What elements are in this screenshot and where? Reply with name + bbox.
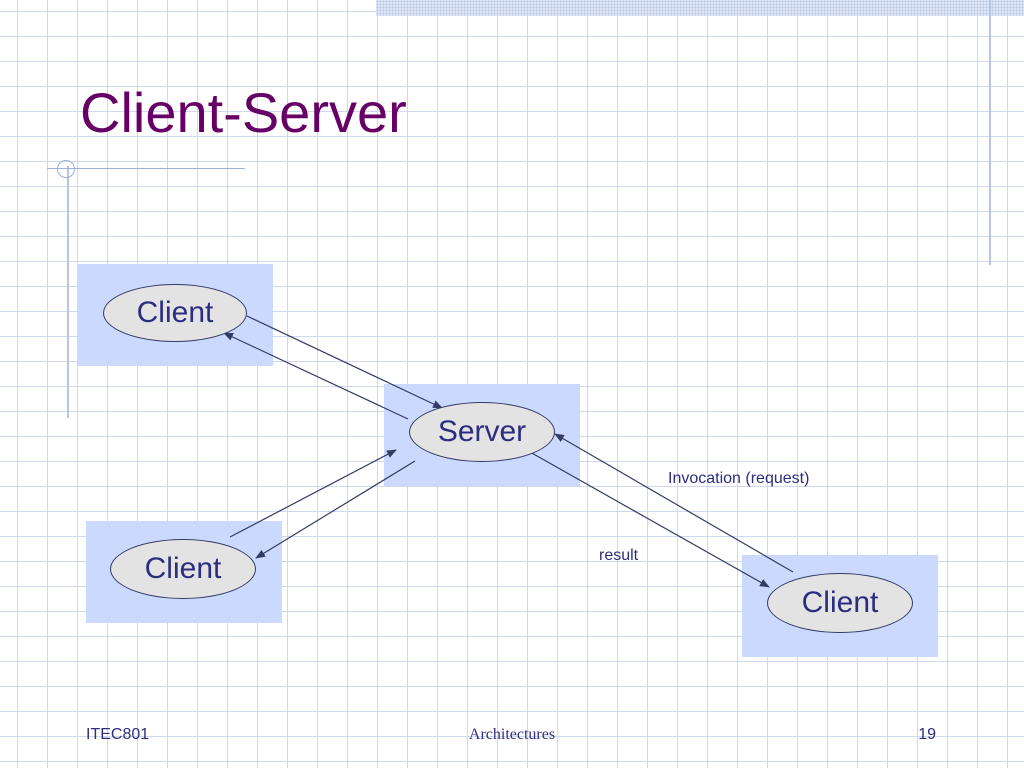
right-vertical-rule	[989, 0, 991, 265]
title-underline-rule	[47, 168, 245, 169]
server-node: Server	[409, 402, 555, 462]
client-node-bottom-left: Client	[110, 539, 256, 599]
arrow-client-top-to-server	[246, 315, 443, 409]
header-band-decoration	[376, 0, 1024, 16]
arrow-client-bottom-right-to-server	[554, 433, 794, 573]
footer-page-number: 19	[918, 726, 936, 743]
title-rule-circle	[57, 160, 75, 178]
footer-course: ITEC801	[86, 726, 150, 743]
arrow-server-to-client-top	[223, 332, 409, 420]
client-node-top: Client	[103, 284, 247, 342]
result-label: result	[599, 547, 639, 564]
request-label: Invocation (request)	[668, 470, 810, 487]
arrow-client-bottom-left-to-server	[229, 449, 397, 538]
client-node-bottom-right: Client	[767, 573, 913, 633]
arrow-server-to-client-bottom-left	[255, 460, 416, 559]
slide-title: Client-Server	[80, 81, 407, 144]
arrow-server-to-client-bottom-right	[529, 451, 770, 588]
footer-topic: Architectures	[468, 726, 556, 743]
left-vertical-rule	[67, 166, 69, 418]
